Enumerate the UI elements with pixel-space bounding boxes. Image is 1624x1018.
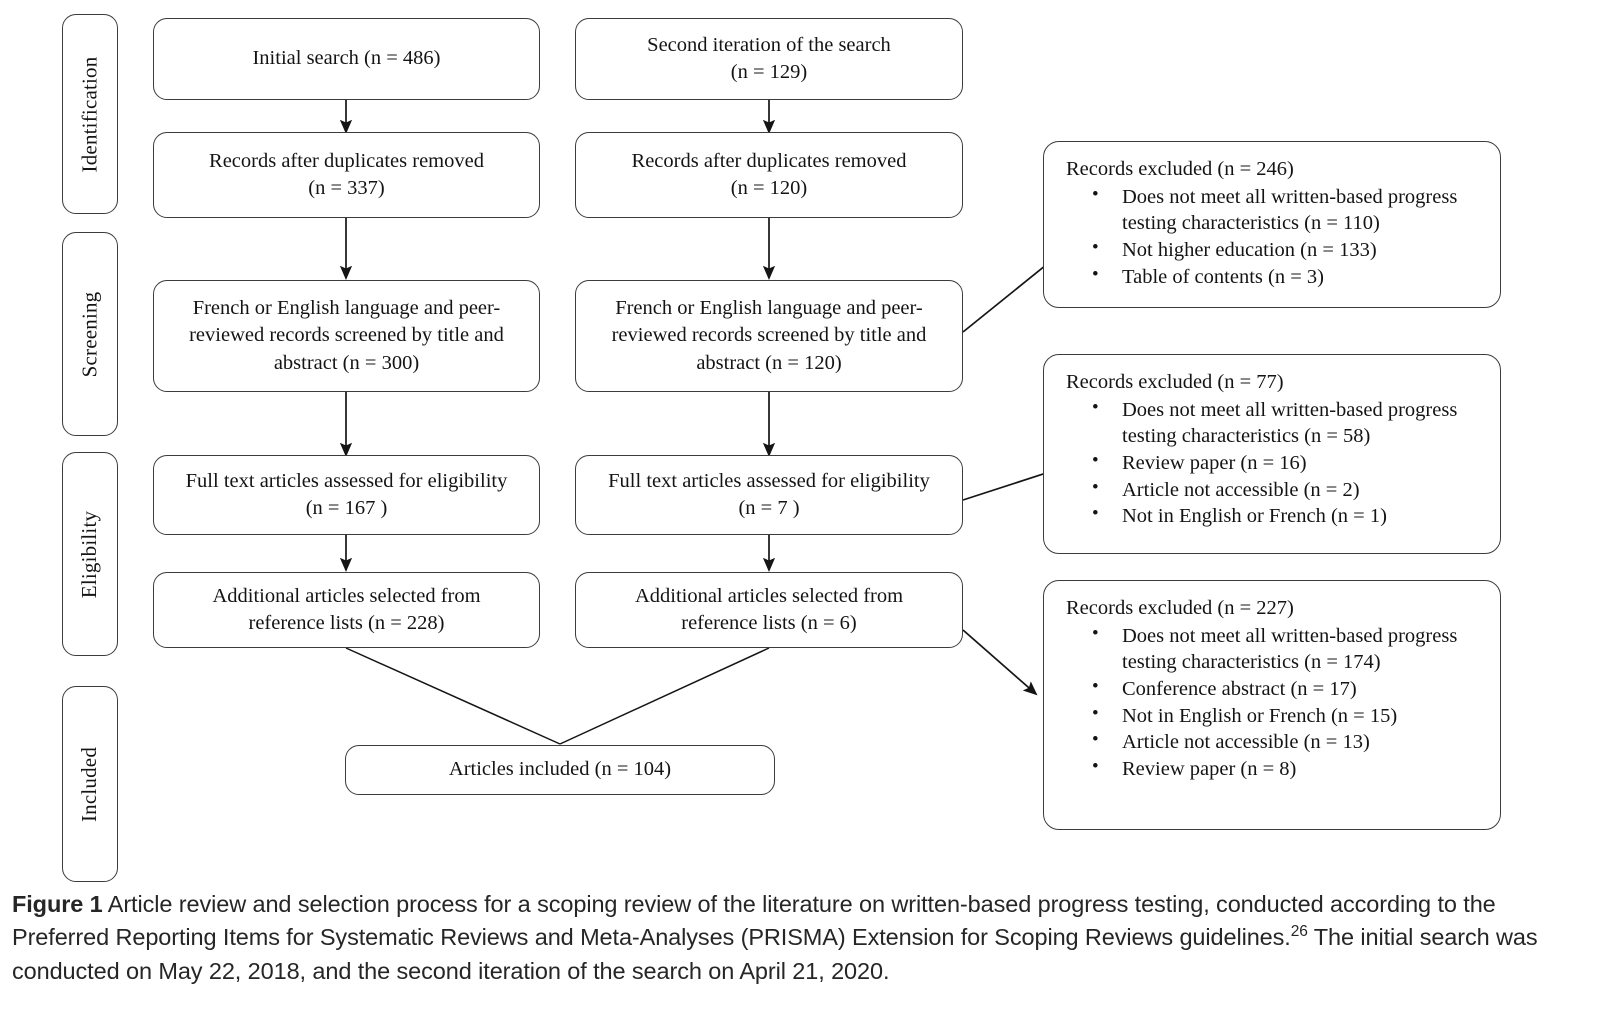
stage-label-screening: Screening	[62, 232, 118, 436]
node-duplicates-removed-2-text: Records after duplicates removed (n = 12…	[631, 149, 907, 199]
figure-caption-part1: Article review and selection process for…	[12, 891, 1496, 951]
exclusion-box-246: Records excluded (n = 246) Does not meet…	[1043, 141, 1501, 308]
stage-label-screening-text: Screening	[77, 291, 102, 377]
exclusion-227-list: Does not meet all written-based progress…	[1066, 622, 1484, 783]
node-additional-2: Additional articles selected from refere…	[575, 572, 963, 648]
node-full-text-1-text: Full text articles assessed for eligibil…	[185, 469, 508, 519]
node-additional-2-text: Additional articles selected from refere…	[634, 584, 904, 634]
node-second-iteration: Second iteration of the search (n = 129)	[575, 18, 963, 100]
node-initial-search: Initial search (n = 486)	[153, 18, 540, 100]
exclusion-246-header: Records excluded (n = 246)	[1066, 158, 1294, 180]
exclusion-item: Review paper (n = 8)	[1066, 755, 1484, 783]
node-additional-1: Additional articles selected from refere…	[153, 572, 540, 648]
exclusion-246-list: Does not meet all written-based progress…	[1066, 183, 1484, 291]
exclusion-box-77: Records excluded (n = 77) Does not meet …	[1043, 354, 1501, 554]
node-articles-included: Articles included (n = 104)	[345, 745, 775, 795]
exclusion-77-header: Records excluded (n = 77)	[1066, 371, 1284, 393]
exclusion-item: Conference abstract (n = 17)	[1066, 675, 1484, 703]
exclusion-item: Does not meet all written-based progress…	[1066, 622, 1484, 676]
exclusion-item: Table of contents (n = 3)	[1066, 263, 1484, 291]
exclusion-item: Not in English or French (n = 1)	[1066, 502, 1484, 530]
node-full-text-2: Full text articles assessed for eligibil…	[575, 455, 963, 535]
node-initial-search-text: Initial search (n = 486)	[252, 47, 441, 70]
exclusion-box-227: Records excluded (n = 227) Does not meet…	[1043, 580, 1501, 830]
exclusion-227-header: Records excluded (n = 227)	[1066, 597, 1294, 619]
exclusion-item: Review paper (n = 16)	[1066, 449, 1484, 477]
node-duplicates-removed-2: Records after duplicates removed (n = 12…	[575, 132, 963, 218]
node-duplicates-removed-1-text: Records after duplicates removed (n = 33…	[209, 149, 484, 199]
exclusion-77-list: Does not meet all written-based progress…	[1066, 396, 1484, 530]
exclusion-item: Does not meet all written-based progress…	[1066, 396, 1484, 450]
exclusion-item: Not in English or French (n = 15)	[1066, 702, 1484, 730]
node-full-text-2-text: Full text articles assessed for eligibil…	[608, 469, 930, 519]
node-duplicates-removed-1: Records after duplicates removed (n = 33…	[153, 132, 540, 218]
exclusion-item: Article not accessible (n = 13)	[1066, 728, 1484, 756]
merge-line-left	[345, 647, 561, 745]
exclusion-item: Does not meet all written-based progress…	[1066, 183, 1484, 237]
node-articles-included-text: Articles included (n = 104)	[448, 758, 672, 781]
node-full-text-1: Full text articles assessed for eligibil…	[153, 455, 540, 535]
stage-label-identification: Identification	[62, 14, 118, 214]
node-screened-1: French or English language and peer- rev…	[153, 280, 540, 392]
merge-line-right	[559, 647, 770, 745]
node-screened-1-text: French or English language and peer- rev…	[189, 297, 504, 374]
figure-caption-superscript: 26	[1290, 923, 1308, 941]
stage-label-eligibility-text: Eligibility	[77, 510, 102, 598]
stage-label-eligibility: Eligibility	[62, 452, 118, 656]
figure-caption: Figure 1 Article review and selection pr…	[12, 888, 1582, 988]
stage-label-included: Included	[62, 686, 118, 882]
arrow-to-excluded-227	[962, 629, 1038, 696]
exclusion-item: Article not accessible (n = 2)	[1066, 476, 1484, 504]
node-screened-2: French or English language and peer- rev…	[575, 280, 963, 392]
stage-label-included-text: Included	[77, 746, 102, 822]
figure-caption-label: Figure 1	[12, 891, 103, 917]
exclusion-item: Not higher education (n = 133)	[1066, 236, 1484, 264]
figure-caption-part2: The initial search was conducted on May …	[12, 924, 1538, 984]
stage-label-identification-text: Identification	[77, 56, 102, 172]
node-additional-1-text: Additional articles selected from refere…	[212, 584, 481, 634]
node-second-iteration-text: Second iteration of the search (n = 129)	[647, 33, 891, 83]
node-screened-2-text: French or English language and peer- rev…	[611, 297, 927, 374]
